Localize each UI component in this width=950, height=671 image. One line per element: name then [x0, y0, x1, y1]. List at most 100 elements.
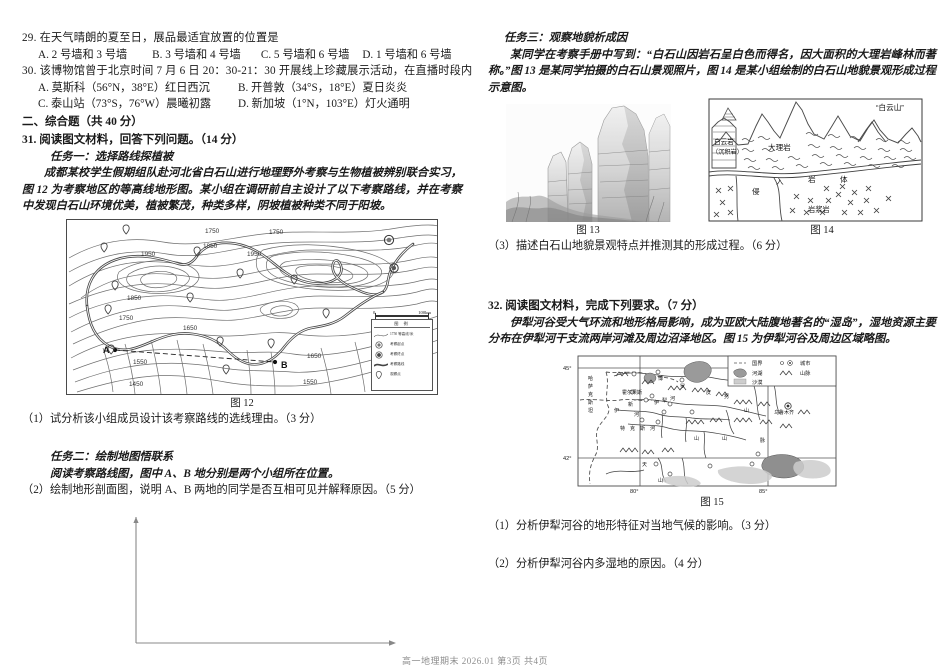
question-31-stem: 31. 阅读图文材料，回答下列问题。（14 分） [22, 133, 244, 146]
desert-areas [661, 459, 831, 487]
svg-text:山: 山 [694, 435, 699, 442]
page-footer: 高一地理期末 2026.01 第3页 共4页 [401, 656, 548, 666]
legend-item-route: 考察路线 [374, 360, 430, 370]
lon-label-80: 80° [630, 489, 638, 494]
lon-label-85: 85° [759, 489, 767, 494]
question-32-stem: 32. 阅读图文材料，完成下列要求。（7 分） [488, 299, 704, 312]
yili-map-svg: 45° 42° 80° 85° [563, 355, 837, 495]
legend-item-end: 考察终点 [374, 350, 430, 360]
label-sedimentary: （沉积岩） [712, 148, 743, 156]
label-rock-2: 体 [840, 174, 848, 184]
svg-text:河: 河 [670, 395, 675, 402]
svg-text:克: 克 [588, 392, 593, 398]
label-baiyunshan: “白云山” [876, 102, 904, 112]
contour-label: 1550 [303, 379, 318, 386]
question-31-sub-2: （2）绘制地形剖面图，说明 A、B 两地的同学是否互相可见并解释原因。（5 分） [22, 484, 421, 497]
svg-text:天: 天 [642, 462, 647, 468]
svg-text:新: 新 [628, 401, 633, 408]
question-31-sub-3: （3）描述白石山地貌景观特点并推测其的形成过程。（6 分） [488, 240, 788, 253]
question-30-options-row2: C. 泰山站（73°S，76°W）晨曦初露 D. 新加坡（1°N，103°E）灯… [22, 96, 462, 113]
svg-text:乌鲁木齐: 乌鲁木齐 [774, 409, 794, 416]
svg-text:克: 克 [630, 426, 635, 432]
svg-text:山: 山 [744, 407, 749, 414]
svg-text:山脉: 山脉 [800, 369, 811, 377]
svg-text:河: 河 [650, 425, 655, 432]
svg-text:伊: 伊 [614, 407, 619, 414]
option-c: C. 5 号墙和 6 号墙 [260, 48, 350, 61]
svg-text:努: 努 [724, 393, 729, 400]
contour-label: 1750 [119, 315, 134, 322]
contour-label: 1750 [205, 228, 220, 235]
svg-text:特: 特 [620, 425, 625, 432]
legend-label: 观察点 [390, 372, 401, 377]
contour-label: 1650 [307, 353, 322, 360]
label-marble: 大理岩 [768, 142, 791, 152]
task-3-body: 某同学在考察手册中写到：“白石山因岩石呈白色而得名，因大面积的大理岩峰林而著称。… [488, 48, 936, 94]
question-29-options: A. 2 号墙和 3 号墙 B. 3 号墙和 4 号墙 C. 5 号墙和 6 号… [22, 47, 462, 64]
task-1-title: 任务一：选择路线探植被 [50, 150, 174, 163]
legend-title: 图 例 [374, 321, 430, 329]
profile-answer-axes [132, 516, 397, 649]
question-30-options-row1: A. 莫斯科（56°N，38°E）红日西沉 B. 开普敦（34°S，18°E）夏… [22, 80, 462, 97]
task-2-body: 阅读考察路线图，图中 A、B 地分别是两个小组所在位置。 [50, 467, 340, 480]
label-rock-1: 岩 [808, 174, 816, 184]
right-column: 任务三：观察地貌析成因 某同学在考察手册中写到：“白石山因岩石呈白色而得名，因大… [488, 30, 936, 573]
legend-label: 1750 等高线/米 [390, 332, 414, 337]
scale-max: 100km [418, 309, 431, 315]
option-d: D. 1 号墙和 6 号墙 [362, 48, 452, 61]
figure-13-cell: 图 13 [488, 98, 688, 238]
task-2-title: 任务二：绘制地图悟联系 [50, 451, 174, 464]
question-29-stem: 29. 在天气晴朗的夏至日，展品最适宜放置的位置是 [22, 32, 279, 44]
lake-small [643, 372, 657, 384]
task-1-body: 成都某校学生假期组队赴河北省白石山进行地理野外考察与生物植被辨别联合实习，图 1… [22, 167, 462, 213]
option-c: C. 泰山站（73°S，76°W）晨曦初露 [38, 98, 212, 110]
figure-12-contour-map: A B [66, 218, 438, 395]
mountain-symbols [615, 371, 811, 455]
scale-bar-line [375, 312, 429, 319]
label-intrude-1: 侵 [752, 186, 760, 196]
city-markers [629, 369, 792, 477]
contour-map-svg: A B [68, 224, 437, 394]
svg-text:A: A [103, 345, 110, 355]
legend-label: 考察路线 [390, 362, 405, 367]
geology-diagram-svg: “白云山” 白云岩 （沉积岩） 大理岩 侵 入 岩 体 岩浆岩 [708, 98, 923, 222]
legend-label: 考察起点 [390, 342, 405, 347]
svg-text:萨: 萨 [588, 383, 593, 390]
start-point-icon [374, 341, 388, 349]
svg-text:霍尔果斯: 霍尔果斯 [622, 389, 642, 396]
option-a: A. 2 号墙和 3 号墙 [38, 48, 128, 61]
legend-item-start: 考察起点 [374, 340, 430, 350]
end-point-icon [374, 351, 388, 359]
question-32-sub-1: （1）分析伊犁河谷的地形特征对当地气候的影响。（3 分） [488, 519, 777, 532]
figure-14-caption: 图 14 [810, 225, 834, 237]
contour-label: 1950 [141, 251, 156, 258]
svg-text:城市: 城市 [800, 359, 810, 367]
figures-13-14-row: 图 13 [488, 98, 936, 238]
svg-text:沙漠: 沙漠 [752, 378, 763, 386]
question-32-body: 伊犁河谷受大气环流和地形格局影响，成为亚欧大陆腹地著名的“湿岛”，湿地资源主要分… [488, 316, 936, 346]
baishishan-photo-svg [505, 104, 671, 223]
svg-text:斯: 斯 [640, 425, 645, 432]
figure-13-photo [505, 104, 671, 223]
svg-text:山: 山 [658, 477, 663, 484]
svg-text:B: B [281, 360, 288, 370]
svg-text:河湖: 河湖 [752, 369, 762, 377]
question-30-stem: 30. 该博物馆曾于北京时间 7 月 6 日 20：30-21：30 开展线上珍… [22, 65, 473, 77]
figure-12-caption: 图 12 [230, 397, 254, 409]
svg-text:脉: 脉 [760, 437, 765, 444]
label-magma: 岩浆岩 [808, 205, 830, 214]
profile-axes-svg [133, 516, 396, 646]
lat-label-45: 45° [563, 366, 571, 372]
lat-label-42: 42° [563, 456, 571, 462]
place-labels: 哈萨克 斯坦 伊 博 罗 霍尔果斯 新 河 伊犁河 皮 努 山 特克斯河 山 山… [588, 375, 794, 484]
contour-label: 1450 [129, 381, 144, 388]
figure-13-caption: 图 13 [576, 225, 600, 237]
figure-15-caption: 图 15 [700, 496, 724, 508]
observation-pin-icon [374, 371, 388, 380]
label-dolomite: 白云岩 [714, 137, 734, 146]
figure-15-legend: 国界 城市 河湖 山脉 沙漠 [727, 355, 837, 387]
option-b: B. 3 号墙和 4 号墙 [152, 48, 241, 61]
option-b: B. 开普敦（34°S，18°E）夏日炎炎 [238, 81, 408, 94]
task-3-title: 任务三：观察地貌析成因 [504, 32, 628, 44]
